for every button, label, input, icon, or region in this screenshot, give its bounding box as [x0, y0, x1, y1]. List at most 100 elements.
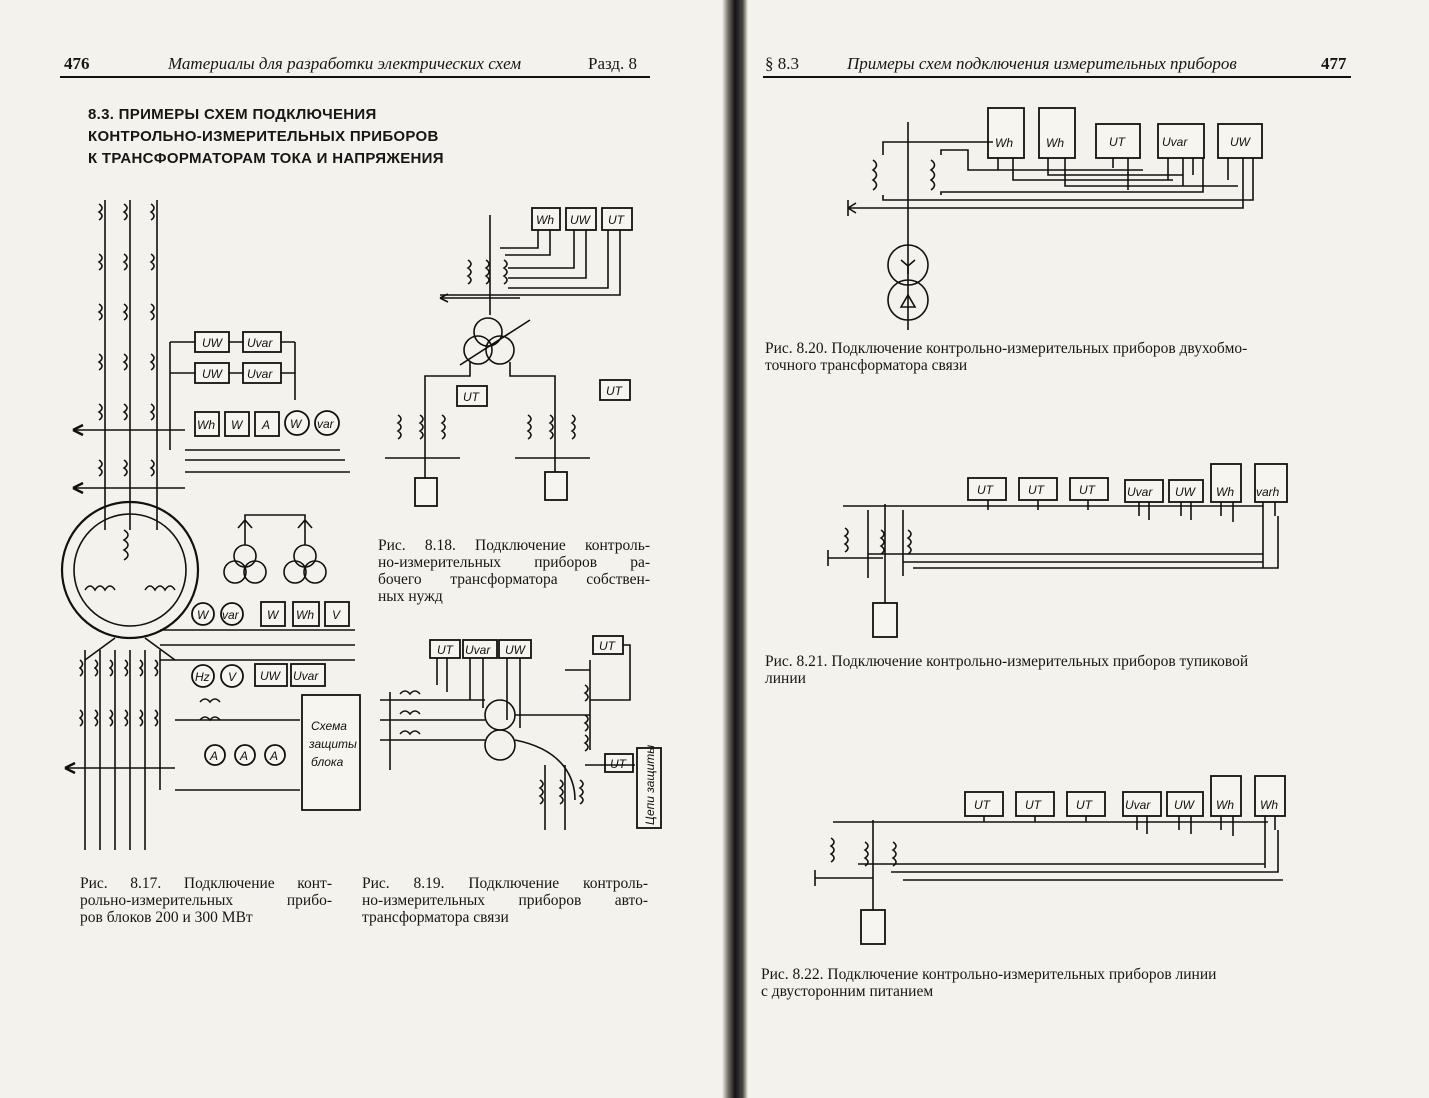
w-lower-round-label: W — [197, 608, 210, 622]
figure-8-20-diagram: Wh Wh UT Uvar UW — [847, 107, 1263, 330]
figure-8-19-caption: Рис. 8.19. Подключение контроль- но-изме… — [362, 875, 648, 926]
fig-8-20-wiring — [847, 122, 1254, 330]
wh-label-2-8-22: Wh — [1260, 798, 1278, 812]
uw-label-8-19: UW — [505, 643, 527, 657]
figure-8-17-caption-line-3: ров блоков 200 и 300 МВт — [80, 909, 253, 926]
figure-8-17-caption-line-2: рольно-измерительных прибо- — [80, 892, 332, 909]
figure-8-22-caption: Рис. 8.22. Подключение контрольно-измери… — [761, 966, 1351, 1000]
ut-label-right-8-18: UT — [606, 384, 624, 398]
protection-scheme-line-2: защиты — [308, 737, 357, 751]
right-page-number: 477 — [1321, 54, 1347, 73]
uvar-label-8-19: Uvar — [465, 643, 491, 657]
uvar-label-8-22: Uvar — [1125, 798, 1151, 812]
ut-instrument-1-8-21 — [967, 477, 1007, 501]
figure-8-19-caption-line-2: но-измерительных приборов авто- — [362, 892, 648, 909]
uw-instrument-8-22 — [1166, 791, 1204, 817]
load-box-8-22 — [860, 909, 886, 945]
load-box-right-8-18 — [544, 471, 568, 501]
figure-8-22-caption-line-1: Рис. 8.22. Подключение контрольно-измери… — [761, 966, 1217, 983]
ut-instrument-3-8-21 — [1069, 477, 1109, 501]
ammeter-2-label: A — [239, 749, 248, 763]
wh-instrument-8-18 — [531, 207, 561, 231]
wh-label: Wh — [197, 418, 215, 432]
hz-label: Hz — [195, 670, 210, 684]
ammeter-1-label: A — [209, 749, 218, 763]
fig-8-22-instruments: UT UT UT Uvar UW Wh Wh — [964, 775, 1286, 817]
ut-label-1-8-22: UT — [974, 798, 992, 812]
var-lower-round-meter — [220, 602, 244, 626]
uw-instrument-8-18 — [565, 207, 597, 231]
left-page-number: 476 — [64, 54, 90, 73]
ut-label-1-8-21: UT — [977, 483, 995, 497]
left-section-ref: Разд. 8 — [588, 54, 638, 73]
varh-label-8-21: varh — [1256, 485, 1280, 499]
wh-instrument-2-8-20 — [1038, 107, 1076, 159]
figure-8-17-caption-line-1: Рис. 8.17. Подключение конт- — [80, 875, 332, 892]
figure-8-18-diagram: Wh UW UT UT UT — [385, 207, 633, 507]
ut-instrument-3-8-22 — [1066, 791, 1106, 817]
a-label: A — [261, 418, 270, 432]
figure-8-19-diagram: UT Uvar UW UT UT — [380, 635, 662, 830]
ut-label-8-18: UT — [608, 213, 626, 227]
wh-label-1-8-20: Wh — [995, 136, 1013, 150]
right-page: § 8.3 Примеры схем подключения измерител… — [748, 0, 1429, 1098]
protection-scheme-line-3: блока — [311, 755, 344, 769]
uvar-label-1: Uvar — [247, 336, 273, 350]
wh-instrument-1-8-20 — [987, 107, 1025, 159]
ammeter-2 — [234, 744, 256, 766]
ut-instrument-left-8-18 — [456, 385, 488, 407]
section-heading-line-2: КОНТРОЛЬНО-ИЗМЕРИТЕЛЬНЫХ ПРИБОРОВ — [88, 128, 439, 145]
var-round-meter — [314, 410, 340, 436]
uvar-label-8-20: Uvar — [1162, 135, 1188, 149]
ut-label-3-8-22: UT — [1076, 798, 1094, 812]
wh-label-8-21: Wh — [1216, 485, 1234, 499]
ut-instrument-2-8-22 — [1015, 791, 1055, 817]
ut-label-8-19: UT — [437, 643, 455, 657]
figure-8-20-caption-line-1: Рис. 8.20. Подключение контрольно-измери… — [765, 340, 1248, 357]
fig-8-21-wiring — [827, 500, 1279, 638]
figure-8-18-caption-line-4: ных нужд — [378, 588, 443, 605]
meters-row: Wh W A W var — [185, 410, 350, 473]
generator — [60, 500, 200, 661]
voltage-transformers — [223, 514, 327, 584]
fig-8-19-transformer: UT UT Цепи защиты — [380, 635, 662, 830]
v-round-meter — [220, 664, 244, 688]
uvar-instrument-8-21 — [1124, 479, 1164, 503]
ut-right-mid-label-8-19: UT — [610, 757, 628, 771]
uw-instrument-8-19 — [498, 639, 532, 659]
ammeter-3-label: A — [269, 749, 278, 763]
ut-label-3-8-21: UT — [1079, 483, 1097, 497]
figure-8-18-caption-line-2: но-измерительных приборов ра- — [378, 554, 650, 571]
protection-scheme-line-1: Схема — [311, 719, 347, 733]
book-spine — [722, 0, 748, 1098]
right-running-head: § 8.3 Примеры схем подключения измерител… — [763, 52, 1351, 78]
uvar-label-8-21: Uvar — [1127, 485, 1153, 499]
ut-right-mid-8-19 — [604, 753, 634, 773]
v-round-label: V — [228, 670, 237, 684]
fig-8-18-top-instruments: Wh UW UT — [440, 207, 633, 296]
uvar-instrument-2 — [242, 362, 282, 384]
fig-8-20-instruments: Wh Wh UT Uvar UW — [987, 107, 1263, 159]
hz-meter — [191, 664, 215, 688]
figure-8-18-caption: Рис. 8.18. Подключение контроль- но-изме… — [378, 537, 650, 605]
a-meter — [254, 411, 280, 437]
figure-8-21-caption: Рис. 8.21. Подключение контрольно-измери… — [765, 653, 1355, 687]
ut-instrument-8-20 — [1095, 123, 1141, 159]
figure-8-20-caption-line-2: точного трансформатора связи — [765, 357, 968, 374]
uvar-lower-box-label: Uvar — [293, 669, 319, 683]
uw-instrument-8-20 — [1217, 123, 1263, 159]
wh-instrument-8-21 — [1210, 463, 1242, 503]
uvar-instrument-1 — [242, 331, 282, 353]
uw-label-2: UW — [202, 367, 224, 381]
lower-meters: W var W Wh V Hz V UW Uvar — [191, 601, 350, 688]
fig-8-21-instruments: UT UT UT Uvar UW Wh varh — [967, 463, 1288, 503]
v-lower-box — [324, 601, 350, 627]
figure-8-18-caption-line-1: Рис. 8.18. Подключение контроль- — [378, 537, 650, 554]
w-meter — [224, 411, 250, 437]
figure-8-19-caption-line-1: Рис. 8.19. Подключение контроль- — [362, 875, 648, 892]
uvar-instrument-8-22 — [1122, 791, 1162, 817]
ut-label-2-8-22: UT — [1025, 798, 1043, 812]
section-heading-line-3: К ТРАНСФОРМАТОРАМ ТОКА И НАПРЯЖЕНИЯ — [88, 150, 444, 167]
protection-circuit-label: Цепи защиты — [643, 745, 657, 825]
uw-label-8-18: UW — [570, 213, 592, 227]
